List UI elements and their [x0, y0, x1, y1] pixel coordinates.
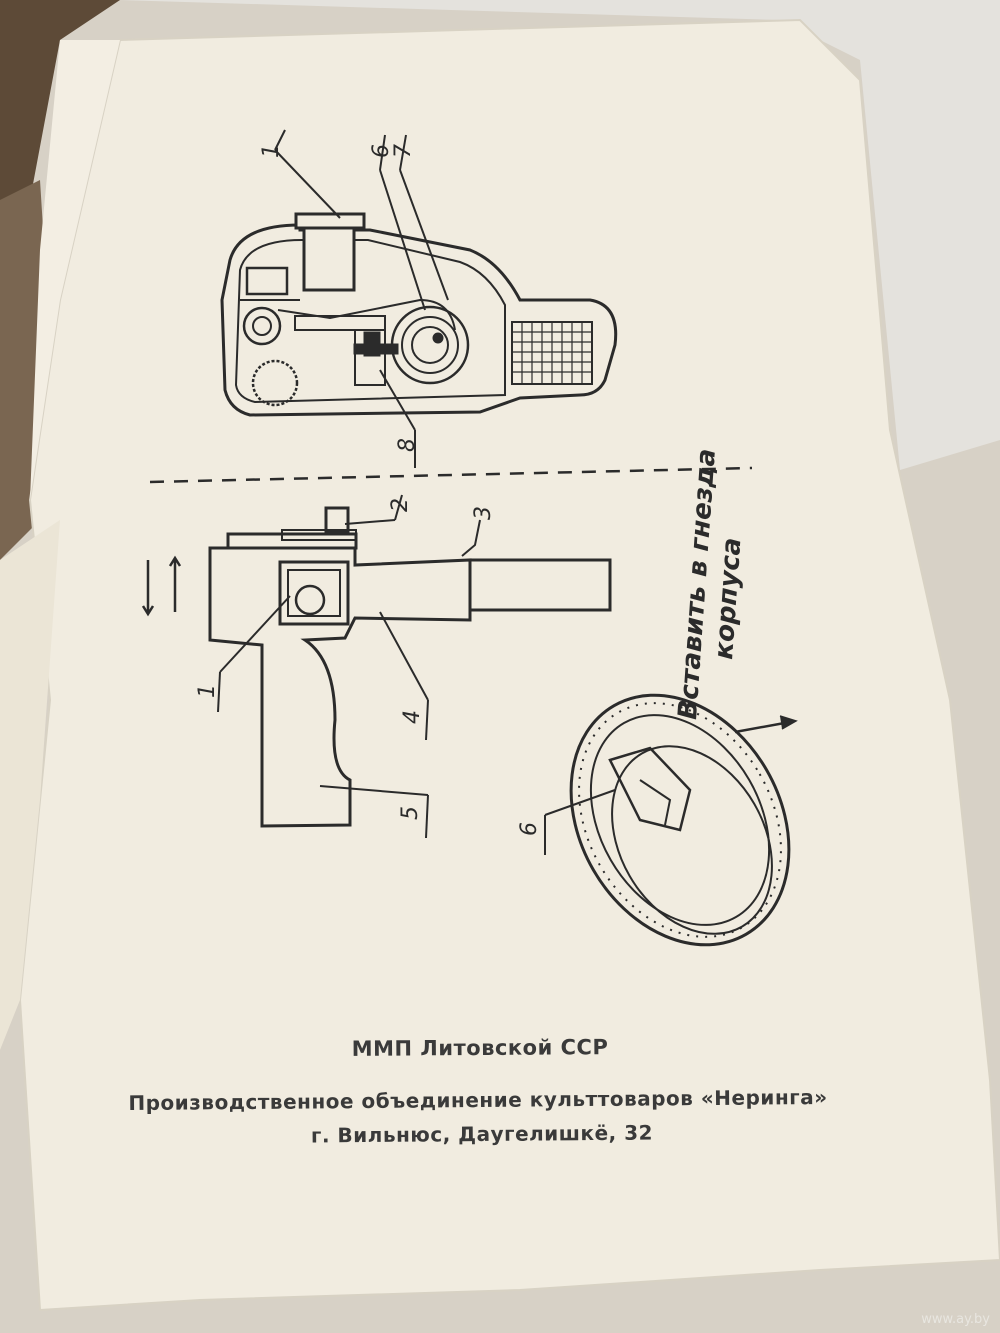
- part-number-4: 4: [400, 710, 425, 724]
- part-number-1: 1: [195, 684, 220, 698]
- part-number-5: 5: [398, 806, 423, 820]
- watermark: www.ay.by: [921, 1312, 990, 1327]
- part-number-6: 6: [517, 822, 542, 836]
- instruction-sheet: [18, 18, 1000, 1312]
- part-number-top-6: 6: [369, 144, 394, 158]
- part-number-top-1: 1: [259, 144, 284, 158]
- part-number-2: 2: [388, 498, 413, 512]
- part-number-top-8: 8: [395, 438, 420, 452]
- part-number-top-7: 7: [391, 144, 416, 158]
- top-camera-diagram: [220, 129, 618, 468]
- dashed-divider: [149, 466, 753, 484]
- part-number-3: 3: [471, 506, 496, 520]
- film-ring-diagram: [544, 693, 798, 947]
- lever-diagram: [141, 494, 612, 839]
